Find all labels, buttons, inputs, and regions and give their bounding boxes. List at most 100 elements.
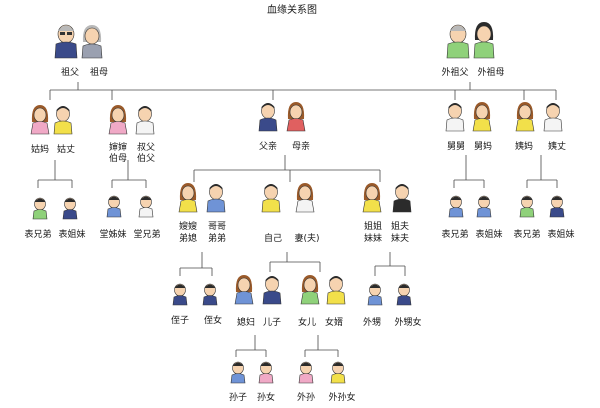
maternal-aunt-avatar [515, 101, 535, 132]
daughter-children: 外孙 外孙女 [297, 361, 356, 403]
mother-avatar [286, 101, 306, 132]
brother-label-1: 哥哥 [208, 221, 226, 232]
mother-label: 母亲 [292, 140, 310, 152]
sister-label-1: 姐姐 [364, 220, 382, 232]
paternal-uncle-couple: 婶婶 伯母 叔父 伯父 [108, 104, 155, 164]
grandfather-avatar [54, 24, 78, 59]
paternal-grandparents: 祖父 祖母 [54, 24, 108, 78]
uncle-wife-avatar [108, 104, 128, 135]
sister-in-law-label-2: 弟媳 [179, 232, 197, 244]
son-in-law-avatar [326, 275, 346, 305]
maternal-aunt-husband-label: 姨丈 [548, 140, 566, 152]
grandmother-label: 祖母 [90, 66, 108, 78]
maternal-grandfather-label: 外祖父 [441, 66, 468, 78]
sister-children: 外甥 外甥女 [363, 283, 422, 328]
granddaughter-daughter-label: 外孙女 [328, 391, 355, 403]
spouse-label: 妻(夫) [294, 232, 319, 244]
cousin-mat-sister-2-label: 表姐妹 [547, 228, 574, 240]
brother-avatar [206, 183, 226, 213]
maternal-aunt-children: 表兄弟 表姐妹 [513, 195, 575, 240]
son-label: 儿子 [263, 317, 281, 328]
maternal-grandfather-avatar [446, 24, 470, 59]
maternal-grandmother-avatar [473, 22, 495, 59]
aunt-paternal-husband-label: 姑丈 [57, 143, 75, 155]
tang-sister-avatar [106, 195, 122, 218]
maternal-grandparents: 外祖父 外祖母 [441, 22, 505, 78]
cousin-sister-avatar [62, 197, 78, 220]
maternal-uncle-label: 舅舅 [447, 141, 465, 152]
paternal-uncle-children: 堂姊妹 堂兄弟 [99, 195, 161, 240]
maternal-aunt-label: 姨妈 [515, 140, 533, 152]
grandson-label: 孙子 [229, 391, 247, 403]
sister-avatar [362, 182, 382, 213]
brother-label-2: 弟弟 [208, 232, 226, 244]
granddaughter-avatar [258, 361, 274, 384]
cousin-mat-brother-2-label: 表兄弟 [513, 228, 540, 240]
son-children: 孙子 孙女 [229, 361, 275, 403]
grandmother-avatar [81, 25, 103, 59]
sister-husband-label-1: 姐夫 [391, 220, 409, 232]
daughter-avatar [300, 274, 320, 305]
sister-husband-label-2: 妹夫 [391, 232, 409, 244]
paternal-aunt-children: 表兄弟 表姐妹 [24, 197, 86, 240]
self-couple: 自己 妻(夫) [261, 182, 320, 244]
maternal-uncle-couple: 舅舅 舅妈 [445, 101, 492, 152]
grandson-avatar [230, 361, 246, 384]
maternal-uncle-wife-label: 舅妈 [474, 140, 492, 152]
sister-niece-avatar [396, 283, 412, 306]
paternal-aunt-couple: 姑妈 姑丈 [30, 104, 75, 155]
sister-couple: 姐姐 妹妹 姐夫 妹夫 [362, 182, 412, 244]
daughter-in-law-label: 媳妇 [237, 316, 255, 328]
niece-sister-label: 外甥女 [394, 316, 421, 328]
cousin-mat-sister-1-label: 表姐妹 [475, 228, 502, 240]
maternal-uncle-children: 表兄弟 表姐妹 [441, 195, 503, 240]
sister-nephew-avatar [367, 283, 383, 306]
uncle-label-1: 叔父 [137, 141, 155, 153]
chart-title: 血缘关系图 [267, 3, 317, 16]
granddaughter-label: 孙女 [257, 391, 275, 403]
sister-husband-avatar [392, 183, 412, 213]
self-avatar [261, 183, 281, 213]
sister-label-2: 妹妹 [364, 232, 382, 244]
aunt-paternal-label: 姑妈 [31, 143, 49, 155]
mat-cousin-brother-avatar [448, 195, 464, 218]
maternal-aunt-couple: 姨妈 姨丈 [515, 101, 566, 152]
maternal-grandmother-label: 外祖母 [477, 66, 504, 78]
niece-label: 侄女 [204, 314, 222, 326]
sister-in-law-avatar [178, 182, 198, 213]
maternal-uncle-wife-avatar [472, 101, 492, 132]
daughter-couple: 女儿 女婿 [298, 274, 346, 328]
brother-couple: 嫂嫂 弟媳 哥哥 弟弟 [178, 182, 226, 244]
aunt-husband-avatar [53, 105, 73, 135]
nephew-label: 侄子 [171, 314, 189, 326]
daughter-in-law-avatar [234, 274, 254, 305]
nephew-avatar [172, 283, 188, 306]
maternal-uncle-avatar [445, 102, 465, 132]
mat-cousin-sister-avatar [476, 195, 492, 218]
grandfather-label: 祖父 [61, 66, 79, 78]
cousin-brother-avatar [32, 197, 48, 220]
cousin-pat-sister-label: 表姐妹 [58, 228, 85, 240]
son-couple: 媳妇 儿子 [234, 274, 282, 328]
maternal-aunt-husband-avatar [543, 102, 563, 132]
daughter-granddaughter-avatar [330, 361, 346, 384]
cousin-mat-brother-1-label: 表兄弟 [441, 228, 468, 240]
niece-avatar [202, 283, 218, 306]
nephew-sister-label: 外甥 [363, 316, 381, 328]
daughter-label: 女儿 [298, 316, 316, 328]
mat-cousin-brother-2-avatar [519, 195, 535, 218]
son-in-law-label: 女婿 [325, 316, 343, 328]
tang-brother-avatar [138, 195, 154, 218]
father-label: 父亲 [259, 140, 277, 152]
aunt-avatar [30, 104, 50, 135]
self-label: 自己 [264, 232, 282, 244]
uncle-wife-label-2: 伯母 [109, 152, 127, 164]
brother-children: 侄子 侄女 [171, 283, 222, 326]
parents: 父亲 母亲 [258, 101, 310, 152]
cousin-pat-brother-label: 表兄弟 [24, 228, 51, 240]
father-avatar [258, 102, 278, 132]
cousin-tang-sister-label: 堂姊妹 [99, 228, 126, 240]
mat-cousin-sister-2-avatar [549, 195, 565, 218]
daughter-grandson-avatar [298, 361, 314, 384]
cousin-tang-brother-label: 堂兄弟 [133, 228, 160, 240]
